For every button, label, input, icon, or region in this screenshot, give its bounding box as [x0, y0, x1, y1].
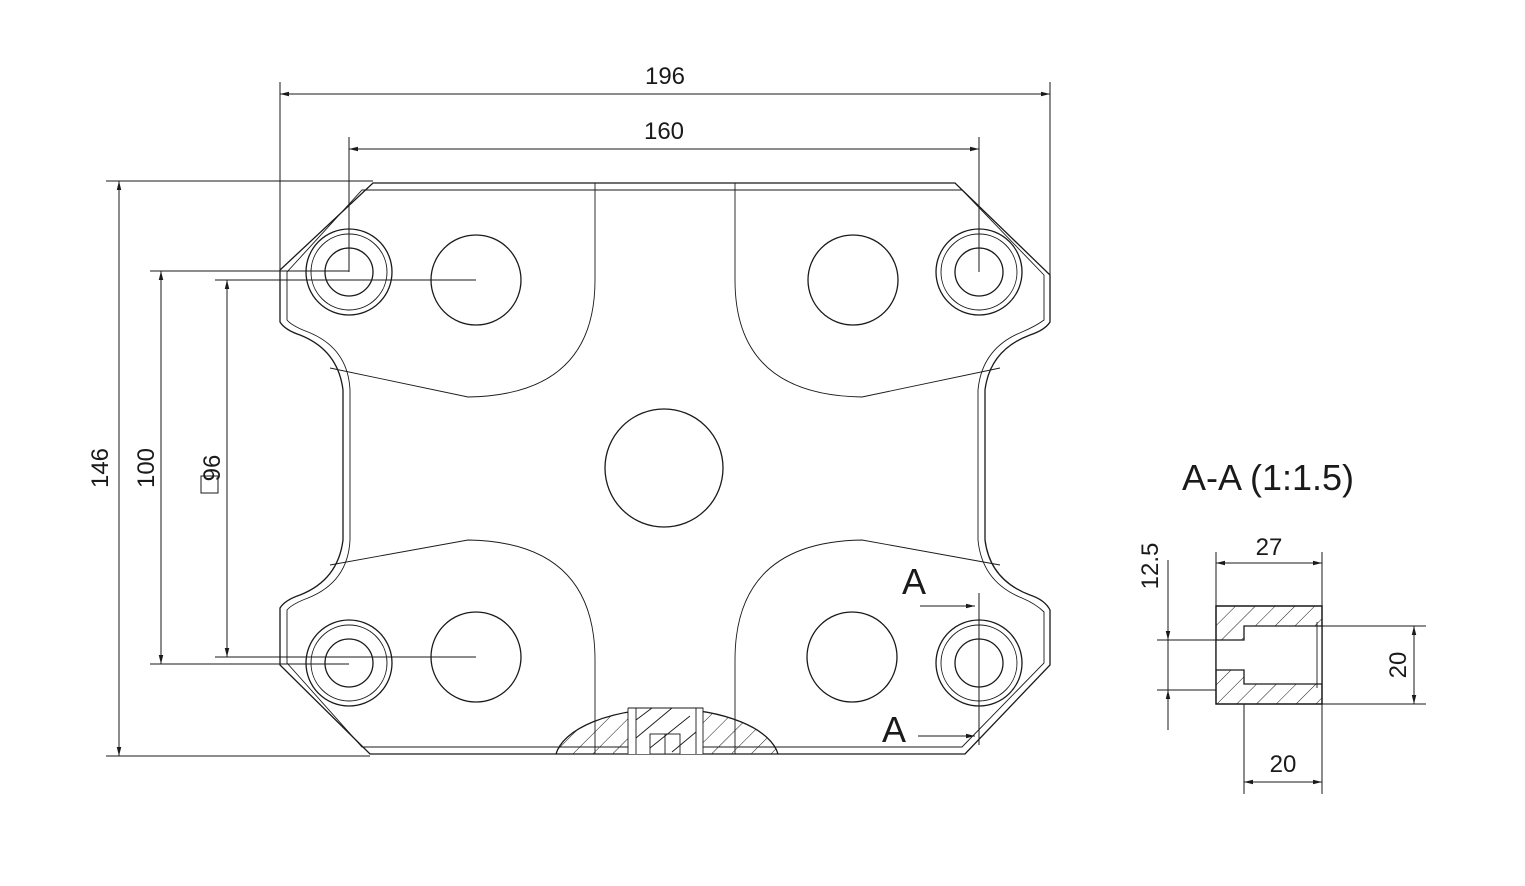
dimension-overall-height: 146	[87, 180, 373, 757]
section-mark-lower: A	[882, 709, 906, 750]
section-view-aa: A-A (1:1.5) 27 12.5 20	[1137, 457, 1426, 794]
dim-27-label: 27	[1256, 534, 1283, 561]
dim-96-label: 96	[199, 455, 226, 482]
dim-196-label: 196	[645, 63, 685, 90]
mounting-holes	[305, 228, 1023, 707]
section-view-title: A-A (1:1.5)	[1182, 457, 1354, 498]
dimension-hole-spacing-height: 100	[133, 270, 349, 665]
dim-146-label: 146	[87, 448, 114, 488]
dimension-hole-spacing-width: 160	[348, 118, 980, 272]
section-mark-upper: A	[902, 561, 926, 602]
section-cut-marks: A A	[882, 561, 980, 750]
dim-160-label: 160	[644, 118, 684, 145]
dim-20-bottom-label: 20	[1270, 751, 1297, 778]
dimension-overall-width: 196	[279, 63, 1051, 275]
breakout-section	[555, 707, 779, 755]
square-symbol-icon	[200, 475, 219, 494]
dim-100-label: 100	[133, 448, 160, 488]
dimension-square-pattern: 96	[199, 279, 476, 658]
dim-12-5-label: 12.5	[1137, 543, 1164, 590]
plate-outline	[279, 182, 1051, 755]
dim-20-height-label: 20	[1385, 652, 1412, 679]
